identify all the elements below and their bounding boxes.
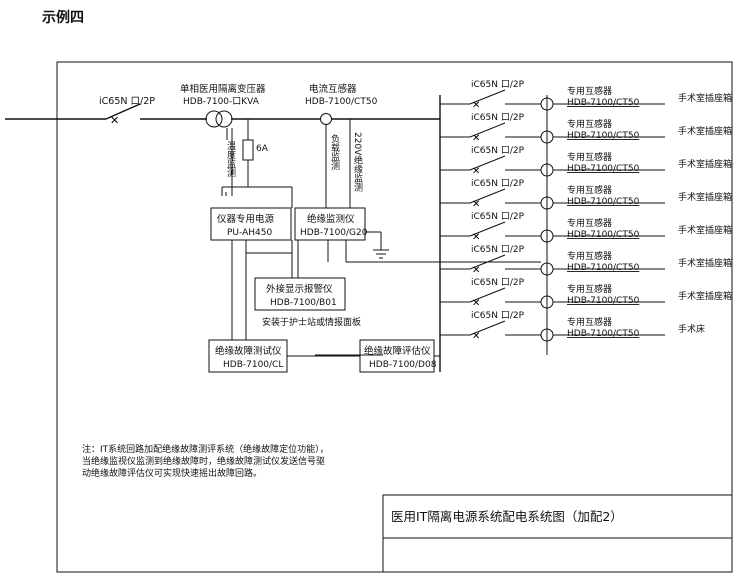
branch-breaker-label: iC65N 口/2P [471, 245, 525, 255]
page-heading: 示例四 [42, 9, 84, 26]
breaker-x-marker: ✕ [472, 166, 480, 177]
branch-ct-name: 专用互感器 [567, 283, 612, 295]
branch-breaker-label: iC65N 口/2P [471, 113, 525, 123]
evaluator-model: HDB-7100/D08 [369, 360, 437, 370]
monitor-name: 绝缘监测仪 [307, 213, 355, 225]
display-alarm-box [254, 277, 346, 311]
branch-load-label: 手术室插座箱 [678, 224, 732, 236]
isolation-transformer-icon [205, 110, 233, 128]
evaluator-name: 绝缘故障评估仪 [364, 345, 431, 357]
note-line-3: 动绝缘故障评估仪可实现快速摇出故障回路。 [82, 467, 262, 479]
branch-load-label: 手术室插座箱 [678, 158, 732, 170]
transformer-name: 单相医用隔离变压器 [180, 83, 266, 95]
ct-main-name: 电流互感器 [309, 83, 357, 95]
title-block: 医用IT隔离电源系统配电系统图（加配2） [382, 494, 733, 573]
branch-breaker-label: iC65N 口/2P [471, 311, 525, 321]
branch-ct-name: 专用互感器 [567, 316, 612, 328]
psu-name: 仪器专用电源 [217, 213, 275, 225]
branch-ct-model: HDB-7100/CT50 [567, 197, 640, 207]
note-line-2: 当绝缘监视仪监测到绝缘故障时，绝缘故障测试仪发送信号驱 [82, 455, 325, 467]
ground-icon [365, 231, 389, 259]
insulation-monitor-box [294, 207, 366, 241]
current-transformer-icon [320, 113, 332, 125]
branch-load-label: 手术室插座箱 [678, 92, 732, 104]
breaker-x-marker: ✕ [472, 331, 480, 342]
monitor-model: HDB-7100/G20 [300, 228, 368, 238]
breaker-x-marker: ✕ [472, 133, 480, 144]
transformer-model: HDB-7100-口KVA [183, 97, 260, 107]
control-wiring [231, 240, 541, 356]
branch-breaker-label: iC65N 口/2P [471, 212, 525, 222]
breaker-x-marker: ✕ [472, 232, 480, 243]
breaker-x-marker: ✕ [472, 265, 480, 276]
branch-ct-name: 专用互感器 [567, 151, 612, 163]
psu-model: PU-AH450 [227, 228, 272, 238]
tester-name: 绝缘故障测试仪 [215, 345, 282, 357]
branch-ct-model: HDB-7100/CT50 [567, 164, 640, 174]
branch-breaker-label: iC65N 口/2P [471, 80, 525, 90]
branch-breaker-label: iC65N 口/2P [471, 179, 525, 189]
transformer-monitor-wiring [221, 119, 293, 208]
branch-breaker-label: iC65N 口/2P [471, 146, 525, 156]
branch-breaker-label: iC65N 口/2P [471, 278, 525, 288]
diagram-title: 医用IT隔离电源系统配电系统图（加配2） [391, 509, 623, 524]
breaker-x-marker: ✕ [472, 199, 480, 210]
branch-load-label: 手术床 [678, 323, 705, 335]
display-model: HDB-7100/B01 [270, 298, 337, 308]
branch-ct-model: HDB-7100/CT50 [567, 131, 640, 141]
branch-ct-model: HDB-7100/CT50 [567, 296, 640, 306]
fuse-label: 6A [256, 144, 269, 154]
branch-ct-name: 专用互感器 [567, 118, 612, 130]
breaker-x-marker: ✕ [472, 100, 480, 111]
branch-load-label: 手术室插座箱 [678, 290, 732, 302]
branch-ct-model: HDB-7100/CT50 [567, 329, 640, 339]
branch-load-label: 手术室插座箱 [678, 191, 732, 203]
branch-ct-name: 专用互感器 [567, 184, 612, 196]
branch-load-label: 手术室插座箱 [678, 125, 732, 137]
breaker-x-marker: ✕ [472, 298, 480, 309]
branch-ct-name: 专用互感器 [567, 217, 612, 229]
branch-ct-name: 专用互感器 [567, 250, 612, 262]
branch-ct-name: 专用互感器 [567, 85, 612, 97]
psu-box [210, 207, 292, 241]
main-breaker-x: ✕ [110, 114, 119, 127]
temp-monitor-label: 温度监测 [225, 141, 236, 178]
branch-ct-model: HDB-7100/CT50 [567, 230, 640, 240]
main-incoming-line [5, 103, 440, 120]
tester-model: HDB-7100/CL [223, 360, 283, 370]
branch-ct-model: HDB-7100/CT50 [567, 98, 640, 108]
display-note: 安装于护士站或情报面板 [262, 316, 361, 328]
branch-load-label: 手术室插座箱 [678, 257, 732, 269]
footnote: 注：IT系统回路加配绝缘故障测评系统（绝缘故障定位功能）， 当绝缘监视仪监测到绝… [82, 443, 329, 479]
display-name: 外接显示报警仪 [266, 283, 333, 295]
ct-monitor-wiring [325, 119, 351, 208]
main-breaker-label: iC65N 口/2P [99, 96, 155, 107]
ct-main-model: HDB-7100/CT50 [305, 97, 378, 107]
load-monitor-label: 负载监测 [329, 133, 340, 171]
branch-ct-model: HDB-7100/CT50 [567, 263, 640, 273]
note-line-1: 注：IT系统回路加配绝缘故障测评系统（绝缘故障定位功能）， [82, 443, 329, 455]
insulation-220-label: 220V绝缘监测 [352, 132, 363, 192]
